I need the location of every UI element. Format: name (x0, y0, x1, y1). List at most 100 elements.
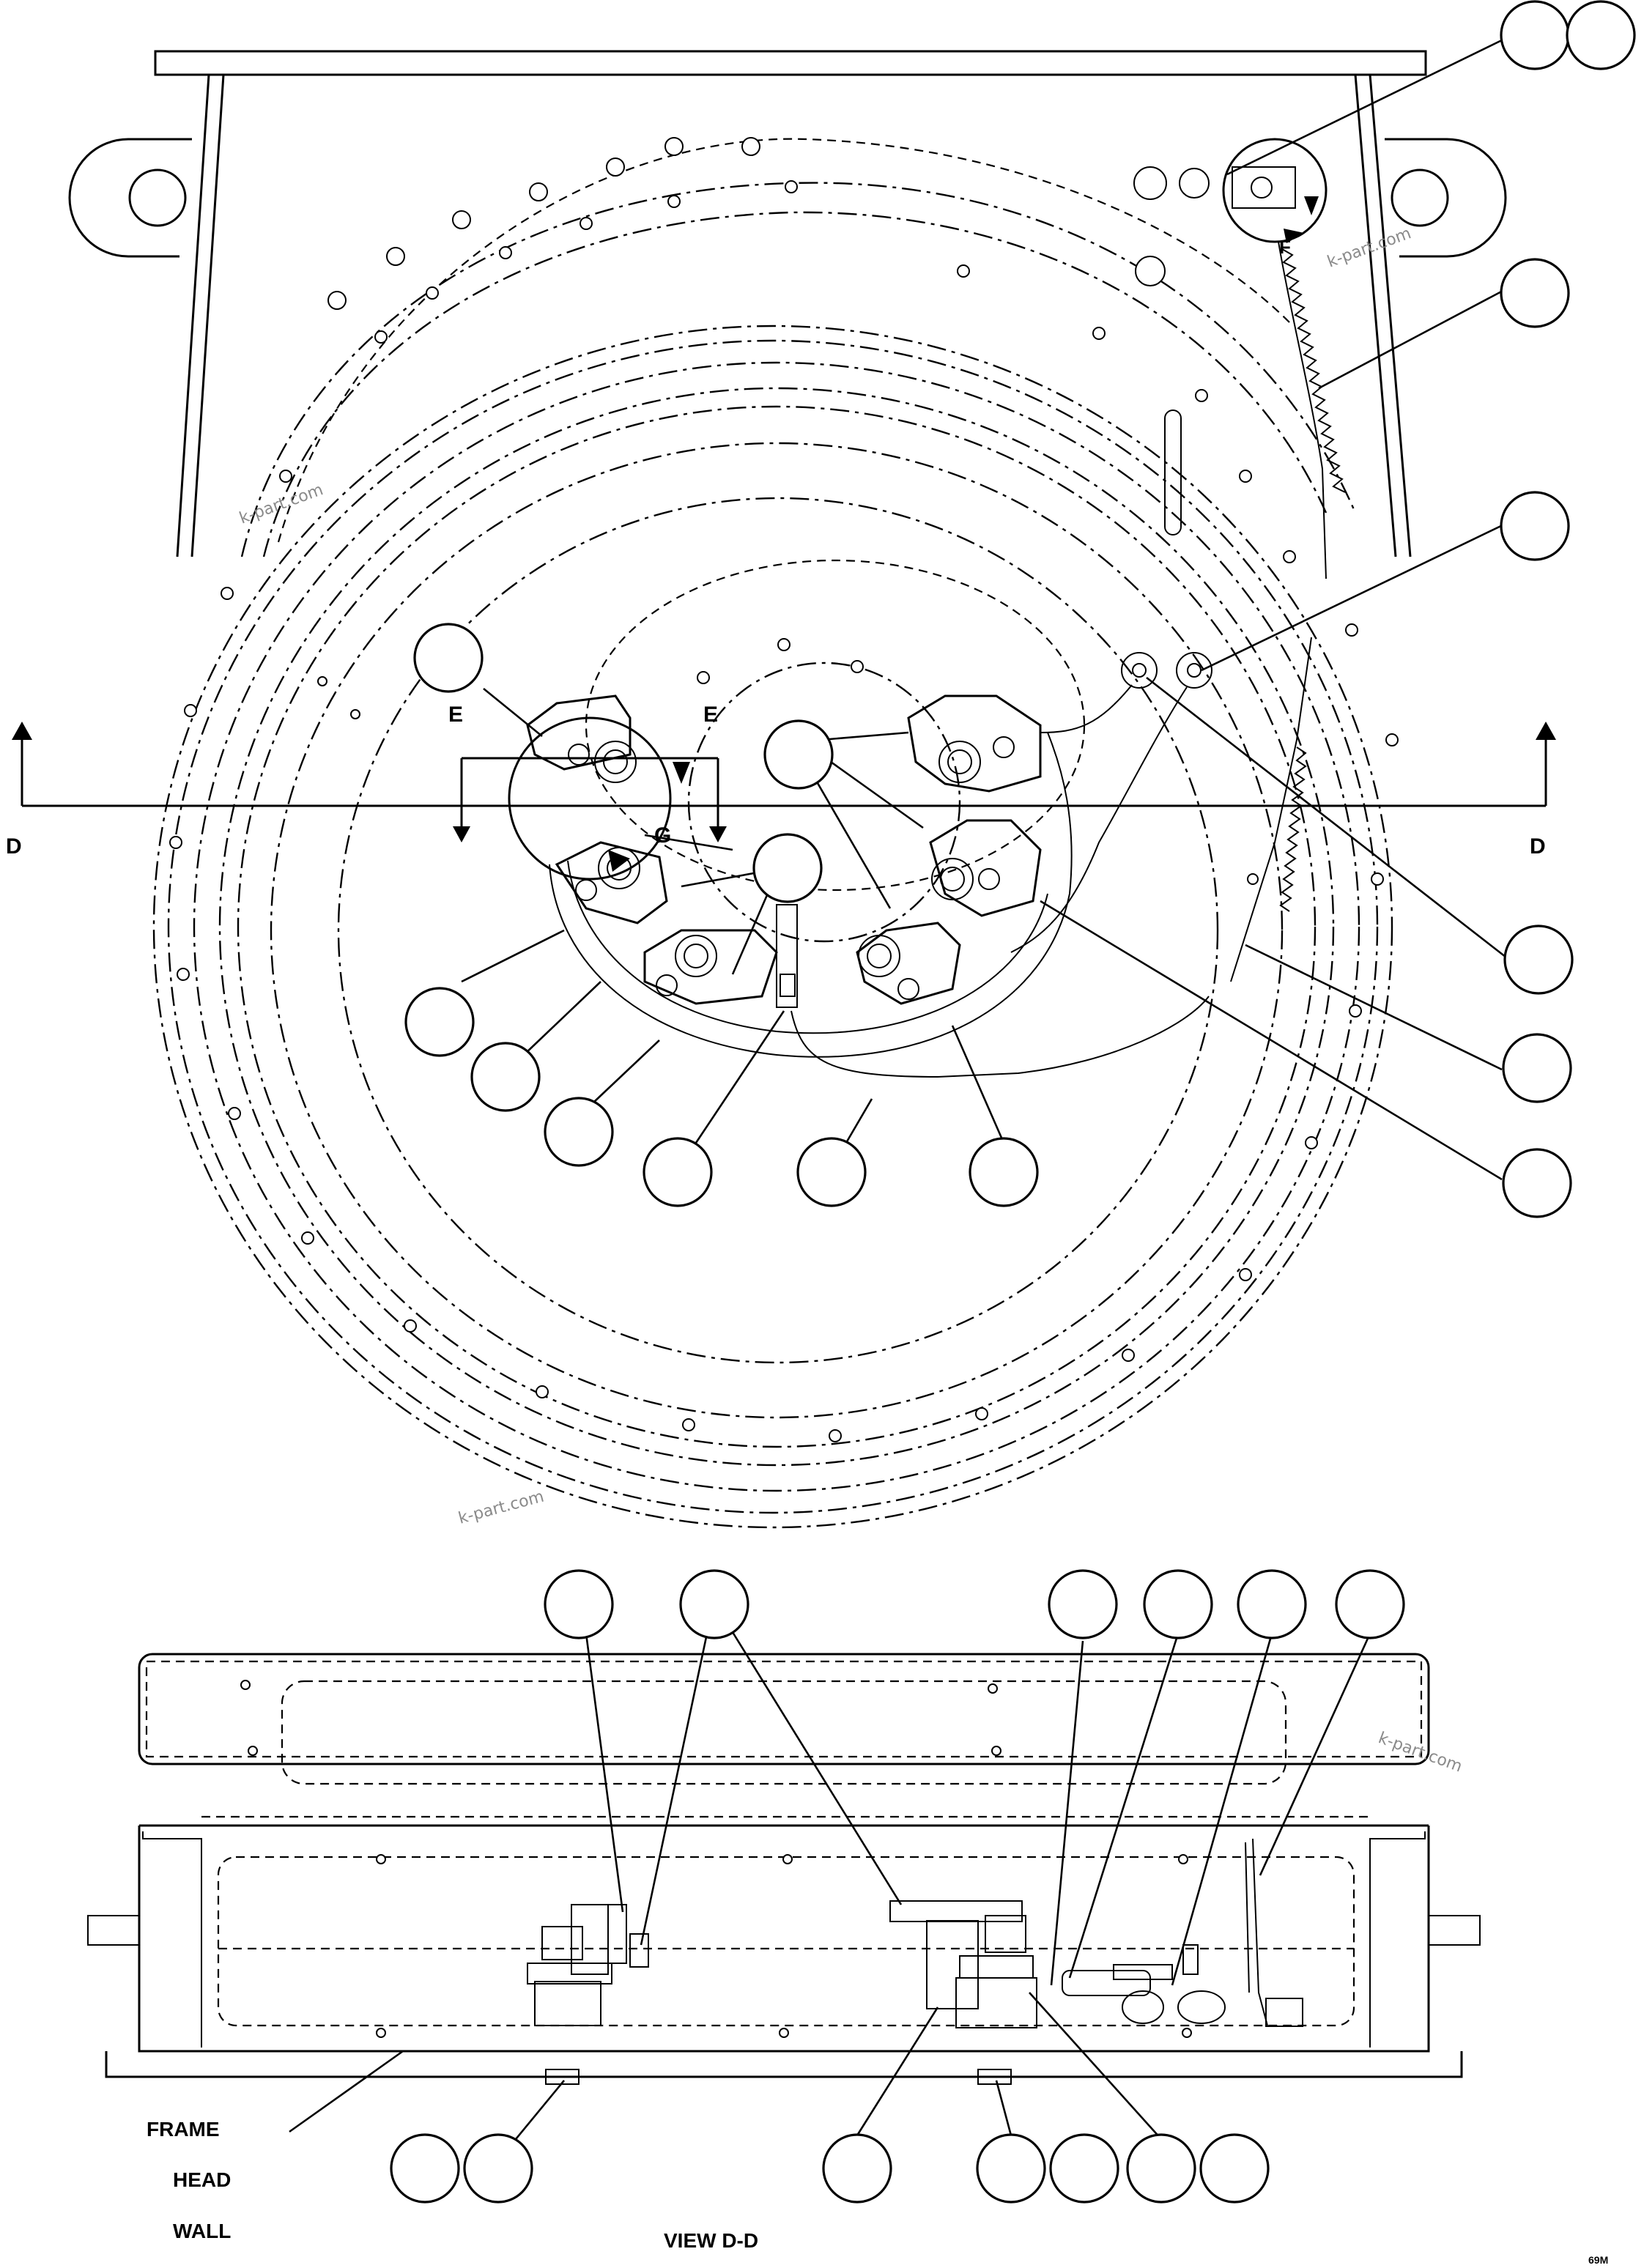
inner-ring-3 (337, 497, 1219, 1364)
callout-circle (679, 1569, 749, 1639)
cable-lower (1230, 637, 1312, 982)
cable-lower-zigzag (1279, 746, 1307, 912)
callout-circle (1566, 0, 1636, 70)
fitting-1 (1121, 652, 1158, 689)
bottom-view: FRAME HEAD WALL VIEW D-D 69M (87, 1569, 1608, 2266)
outer-ring-2 (167, 339, 1379, 1514)
frame-holes (240, 1680, 1192, 2038)
top-view-callouts (404, 0, 1636, 1218)
detail-g-arrow-1 (673, 762, 690, 784)
callout-circle (1143, 1569, 1213, 1639)
frame-upper-outline (138, 1653, 1430, 1765)
switch-box (1232, 166, 1296, 209)
callout-circle (544, 1569, 614, 1639)
inner-ring-2 (270, 442, 1284, 1419)
watermark: k-part.com (456, 1488, 546, 1528)
view-holder-center (889, 1900, 1037, 2085)
callout-circle (404, 987, 475, 1057)
view-leader-lines (289, 1626, 1371, 2143)
detail-f-arrow-1 (1284, 229, 1304, 243)
upper-window (281, 1680, 1287, 1785)
right-lug-hole (1391, 168, 1449, 227)
leader-lines (461, 35, 1510, 1181)
callout-circle (796, 1137, 867, 1207)
right-trunnion (1428, 1915, 1481, 1946)
left-leg (176, 74, 225, 557)
callout-circle (969, 1137, 1039, 1207)
corner-code: 69M (1588, 2254, 1608, 2266)
fitting-2 (1176, 652, 1212, 689)
callout-circle (643, 1137, 713, 1207)
cable-zigzag (1281, 248, 1346, 493)
base-plate (105, 2051, 1463, 2078)
left-lug-hole (128, 168, 187, 227)
legend-word-head: HEAD (173, 2168, 231, 2191)
watermark: k-part.com (237, 481, 326, 527)
callout-circle (1502, 1033, 1572, 1103)
upper-arc-2 (262, 211, 1328, 557)
callout-circle (1502, 1148, 1572, 1218)
callout-circle (763, 719, 834, 790)
callout-circle (1126, 2133, 1196, 2204)
outer-ring-1 (152, 325, 1393, 1529)
callout-circle (752, 833, 823, 903)
slot (1164, 410, 1182, 536)
brush-holder-1 (526, 694, 637, 783)
callout-circle (1500, 258, 1570, 328)
detail-g-circle (508, 716, 672, 881)
detail-e-section (453, 757, 727, 842)
lower-window (217, 1856, 1355, 2027)
hoses (1010, 684, 1188, 953)
bolt-circle-ring (218, 387, 1335, 1467)
upper-arc-1 (240, 182, 1357, 557)
callout-circle (822, 2133, 892, 2204)
frame-top-plate (154, 50, 1427, 76)
legend-word-frame: FRAME (147, 2118, 220, 2141)
legend-word-wall: WALL (173, 2220, 231, 2242)
holder-ring-inner (567, 860, 1048, 1034)
callout-circle (1500, 491, 1570, 561)
section-line-d (12, 722, 1556, 807)
view-title: VIEW D-D (664, 2229, 758, 2252)
detail-g-arrow-2 (608, 850, 630, 872)
connector (776, 904, 798, 1008)
callout-circle (544, 1097, 614, 1167)
bolt-holes (169, 137, 1399, 1442)
callout-circle (1500, 0, 1570, 70)
hub-inner (687, 662, 961, 943)
brush-holder-5 (929, 819, 1042, 917)
detail-e-label-right: E (703, 703, 718, 727)
callout-circle (413, 623, 484, 693)
callout-circle (976, 2133, 1046, 2204)
callout-circle (1199, 2133, 1270, 2204)
holder-ring-outer (549, 732, 1073, 1058)
top-view: D D E E G F (6, 0, 1636, 1529)
detail-e-label-left: E (448, 703, 463, 727)
callout-circle (470, 1042, 541, 1112)
right-lifting-lug (1385, 138, 1507, 258)
callout-circle (390, 2133, 460, 2204)
cable (1278, 241, 1327, 579)
brush-holder-2 (555, 841, 668, 924)
left-lifting-lug (68, 138, 192, 258)
detail-f-circle (1222, 138, 1328, 243)
view-callouts (390, 1569, 1405, 2204)
right-leg (1354, 74, 1412, 557)
callout-circle (1049, 2133, 1119, 2204)
callout-circle (1503, 924, 1574, 995)
detail-g-label: G (654, 823, 671, 848)
callout-circle (1335, 1569, 1405, 1639)
detail-f-arrow-2 (1304, 196, 1319, 215)
callout-circle (1048, 1569, 1118, 1639)
view-holder-left (527, 1904, 649, 2085)
section-label-right: D (1530, 834, 1546, 859)
brush-holder-4 (856, 922, 961, 1005)
inner-ring-1 (237, 405, 1317, 1448)
callout-circle (463, 2133, 533, 2204)
brush-holder-3 (643, 929, 778, 1005)
view-right-hardware (1062, 1838, 1303, 2027)
switch-knob (1251, 177, 1273, 199)
callout-circle (1237, 1569, 1307, 1639)
connection-lead (790, 996, 1210, 1078)
